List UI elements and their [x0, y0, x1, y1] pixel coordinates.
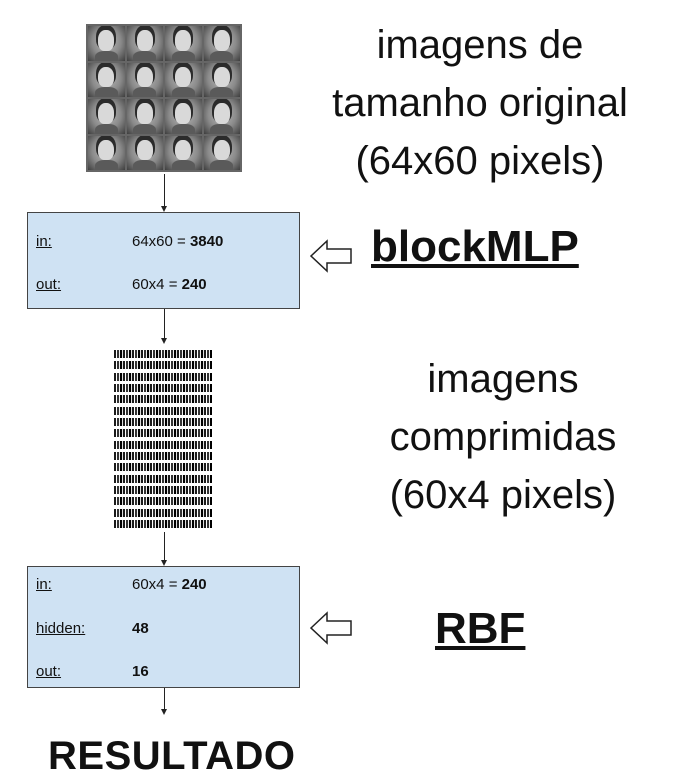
compressed-row [114, 451, 212, 460]
face-thumb [88, 135, 125, 170]
hollow-left-arrow-icon [310, 611, 352, 645]
row-value: 60x4 = 240 [132, 576, 207, 593]
compressed-row [114, 440, 212, 449]
connector-arrowhead [161, 206, 167, 212]
row-label: in: [36, 233, 52, 250]
connector-arrowhead [161, 560, 167, 566]
face-thumb [126, 99, 163, 134]
face-thumb [203, 99, 240, 134]
compressed-row [114, 361, 212, 370]
face-thumb [126, 135, 163, 170]
compressed-row [114, 395, 212, 404]
compressed-row [114, 406, 212, 415]
caption-line: imagens de [376, 23, 584, 67]
compressed-row [114, 485, 212, 494]
compressed-row [114, 474, 212, 483]
connector-arrowhead [161, 338, 167, 344]
blockmlp-title: blockMLP [371, 222, 579, 271]
connector-line [164, 688, 165, 710]
face-thumb [88, 62, 125, 97]
face-thumb [203, 26, 240, 61]
row-value: 48 [132, 620, 149, 637]
caption-line: comprimidas [389, 415, 617, 459]
original-faces-image [86, 24, 242, 172]
rbf-title: RBF [435, 604, 526, 653]
face-thumb [88, 99, 125, 134]
connector-line [164, 309, 165, 339]
compressed-row [114, 383, 212, 392]
connector-line [164, 174, 165, 206]
caption-line: tamanho original [332, 81, 628, 125]
row-label: in: [36, 576, 52, 593]
compressed-images-caption: imagens comprimidas (60x4 pixels) [330, 350, 676, 524]
compressed-row [114, 519, 212, 528]
connector-arrowhead [161, 709, 167, 715]
face-thumb [203, 62, 240, 97]
face-thumb [126, 26, 163, 61]
compressed-row [114, 508, 212, 517]
original-images-caption: imagens de tamanho original (64x60 pixel… [300, 16, 660, 190]
face-thumb [165, 62, 202, 97]
compressed-row [114, 417, 212, 426]
result-label: RESULTADO [48, 734, 296, 778]
compressed-row [114, 372, 212, 381]
face-thumb [203, 135, 240, 170]
compressed-row [114, 497, 212, 506]
caption-line: (64x60 pixels) [355, 139, 605, 183]
blockmlp-box: in: 64x60 = 3840 out: 60x4 = 240 [27, 212, 300, 309]
connector-line [164, 532, 165, 560]
row-value: 16 [132, 663, 149, 680]
row-value: 64x60 = 3840 [132, 233, 224, 250]
caption-line: (60x4 pixels) [389, 473, 617, 517]
row-label: out: [36, 663, 62, 680]
row-label: out: [36, 276, 62, 293]
compressed-images [114, 350, 212, 528]
row-value: 60x4 = 240 [132, 276, 207, 293]
face-thumb [165, 99, 202, 134]
row-label: hidden: [36, 620, 86, 637]
caption-line: imagens [427, 357, 579, 401]
compressed-row [114, 350, 212, 358]
face-thumb [165, 135, 202, 170]
compressed-row [114, 429, 212, 438]
rbf-box: in: 60x4 = 240 hidden: 48 out: 16 [27, 566, 300, 688]
compressed-row [114, 463, 212, 472]
face-thumb [126, 62, 163, 97]
hollow-left-arrow-icon [310, 239, 352, 273]
face-thumb [165, 26, 202, 61]
face-thumb [88, 26, 125, 61]
